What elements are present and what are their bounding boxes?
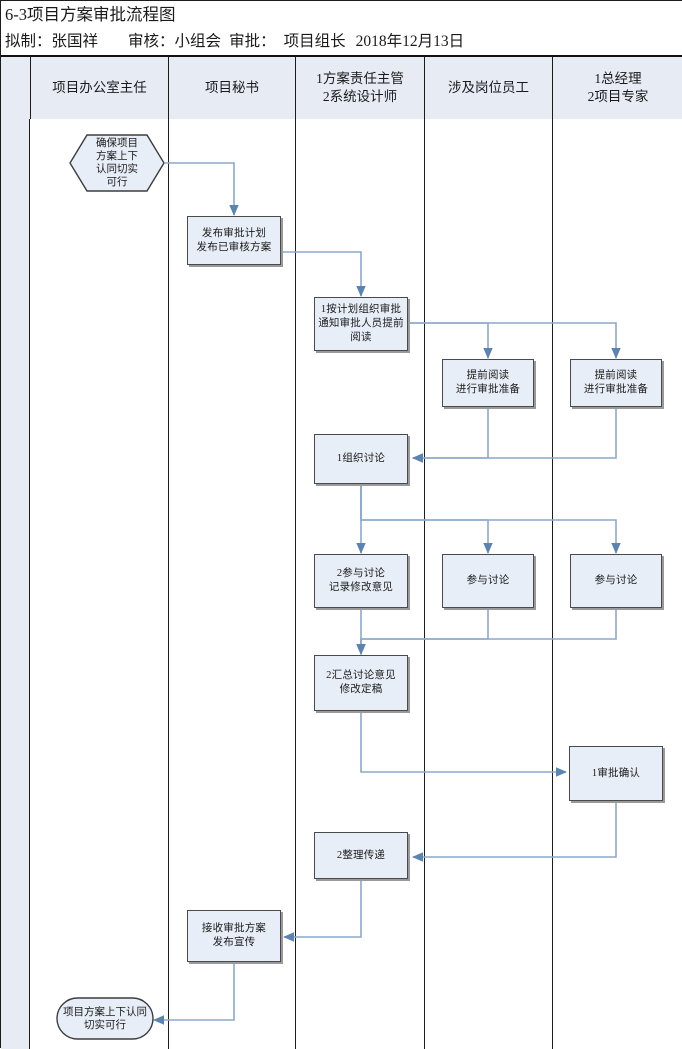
node-label-line: 提前阅读: [594, 370, 638, 381]
node-label-line: 进行审批准备: [583, 384, 649, 395]
lane-header-label-line1: 1总经理: [594, 71, 642, 86]
reviewed-label: 审核：: [128, 33, 175, 50]
node-end-terminator[interactable]: 项目方案上下认同 切实可行: [56, 997, 154, 1040]
prepared-by: 张国祥: [51, 33, 99, 50]
node-label: 确保项目 方案上下 认同切实 可行: [96, 137, 138, 189]
node-label-line: 2参与讨论: [336, 568, 386, 579]
node-label-line: 1审批确认: [591, 767, 641, 779]
approved-by: 项目组长: [283, 33, 346, 50]
node-join-discussion-staff[interactable]: 参与讨论: [442, 554, 534, 608]
lane-header-label-line2: 2系统设计师: [322, 89, 398, 104]
node-label-line: 参与讨论: [466, 575, 510, 586]
node-approval-confirm[interactable]: 1审批确认: [569, 746, 663, 801]
node-label-line: 2整理传递: [336, 849, 386, 861]
node-label-line: 进行审批准备: [455, 384, 521, 395]
approved-label: 审批：: [229, 33, 276, 50]
node-label-line: 通知审批人员提前: [318, 318, 404, 329]
title-block: 6-3项目方案审批流程图 拟制：张国祥 审核：小组会审批： 项目组长 2018年12月…: [1, 1, 682, 57]
lane-header-spacer: [1, 57, 31, 119]
lane-header-project-secretary: 项目秘书: [169, 57, 296, 119]
lane-header-label: 项目办公室主任: [52, 80, 147, 95]
lane-header-label-line2: 2项目专家: [587, 89, 649, 104]
node-label-line: 发布宣传: [212, 937, 256, 948]
lane-header-general-manager: 1总经理 2项目专家: [553, 57, 682, 119]
swimlane-header-row: 项目办公室主任 项目秘书 1方案责任主管 2系统设计师 涉及岗位员工 1总经理 …: [1, 57, 682, 121]
node-label: 项目方案上下认同 切实可行: [63, 1006, 147, 1032]
node-label-line: 可行: [106, 177, 128, 188]
node-label-line: 认同切实: [96, 164, 138, 175]
node-label-line: 发布审批计划: [201, 227, 267, 239]
node-label-line: 修改定稿: [339, 684, 383, 695]
node-label: 2整理传递: [334, 849, 388, 863]
node-label-line: 接收审批方案: [201, 923, 267, 934]
node-label: 1审批确认: [589, 767, 643, 781]
node-receive-publish[interactable]: 接收审批方案 发布宣传: [187, 910, 281, 962]
oval-shape-icon: [56, 997, 154, 1040]
node-organize-approval[interactable]: 1按计划组织审批 通知审批人员提前 阅读: [314, 297, 408, 351]
node-label-line: 记录修改意见: [328, 582, 394, 593]
node-label-line: 方案上下: [96, 151, 138, 162]
node-label: 参与讨论: [592, 574, 641, 588]
node-label: 2参与讨论 记录修改意见: [326, 567, 396, 595]
node-summarize-opinions[interactable]: 2汇总讨论意见 修改定稿: [314, 655, 408, 711]
node-label-line: 阅读: [350, 332, 372, 343]
node-label: 提前阅读 进行审批准备: [453, 369, 523, 397]
node-label-line: 切实可行: [84, 1019, 126, 1031]
node-publish-plan[interactable]: 发布审批计划 发布已审核方案: [187, 216, 281, 265]
page-title: 6-3项目方案审批流程图: [5, 5, 176, 24]
lane-header-involved-staff: 涉及岗位员工: [425, 57, 553, 119]
lane-header-label-line1: 1方案责任主管: [316, 71, 404, 86]
lane-header-label: 涉及岗位员工: [448, 80, 529, 95]
node-label-line: 2汇总讨论意见: [326, 670, 396, 681]
node-organize-discussion[interactable]: 1组织讨论: [314, 434, 408, 484]
node-organize-deliver[interactable]: 2整理传递: [314, 832, 408, 879]
node-label-line: 提前阅读: [466, 370, 510, 381]
lane-header-office-director: 项目办公室主任: [31, 57, 169, 119]
node-label: 发布审批计划 发布已审核方案: [194, 227, 275, 255]
node-label: 接收审批方案 发布宣传: [199, 922, 269, 950]
node-label: 提前阅读 进行审批准备: [581, 369, 651, 397]
lane-divider-4: [552, 119, 553, 1049]
node-label-line: 1组织讨论: [336, 453, 386, 464]
node-label: 1按计划组织审批 通知审批人员提前 阅读: [315, 303, 407, 345]
node-label-line: 发布已审核方案: [196, 241, 272, 253]
lane-divider-2: [295, 119, 296, 1049]
node-label-line: 确保项目: [96, 138, 138, 149]
node-label: 2汇总讨论意见 修改定稿: [323, 669, 399, 697]
hexagon-shape-icon: [69, 134, 165, 192]
node-join-discussion-manager[interactable]: 参与讨论: [570, 554, 662, 608]
document-date: 2018年12月13日: [355, 33, 465, 50]
node-join-discussion-supervisor[interactable]: 2参与讨论 记录修改意见: [314, 554, 408, 608]
node-label-line: 1按计划组织审批: [320, 304, 402, 315]
reviewed-by: 小组会: [174, 33, 222, 50]
lane-header-scheme-supervisor: 1方案责任主管 2系统设计师: [296, 57, 425, 119]
lane-divider-3: [424, 119, 425, 1049]
node-start-terminator[interactable]: 确保项目 方案上下 认同切实 可行: [69, 134, 165, 192]
lane-header-label: 项目秘书: [205, 80, 259, 95]
node-label-line: 参与讨论: [594, 575, 638, 586]
node-label-line: 项目方案上下认同: [63, 1006, 147, 1018]
lane-divider-1: [168, 119, 169, 1049]
node-pre-read-staff[interactable]: 提前阅读 进行审批准备: [442, 359, 534, 407]
node-label: 1组织讨论: [334, 452, 388, 466]
document-meta-row: 拟制：张国祥 审核：小组会审批： 项目组长 2018年12月13日: [5, 28, 682, 55]
node-label: 参与讨论: [464, 574, 513, 588]
lane-spacer-column: [1, 119, 30, 1049]
prepared-label: 拟制：: [5, 33, 52, 50]
node-pre-read-manager[interactable]: 提前阅读 进行审批准备: [570, 359, 662, 407]
